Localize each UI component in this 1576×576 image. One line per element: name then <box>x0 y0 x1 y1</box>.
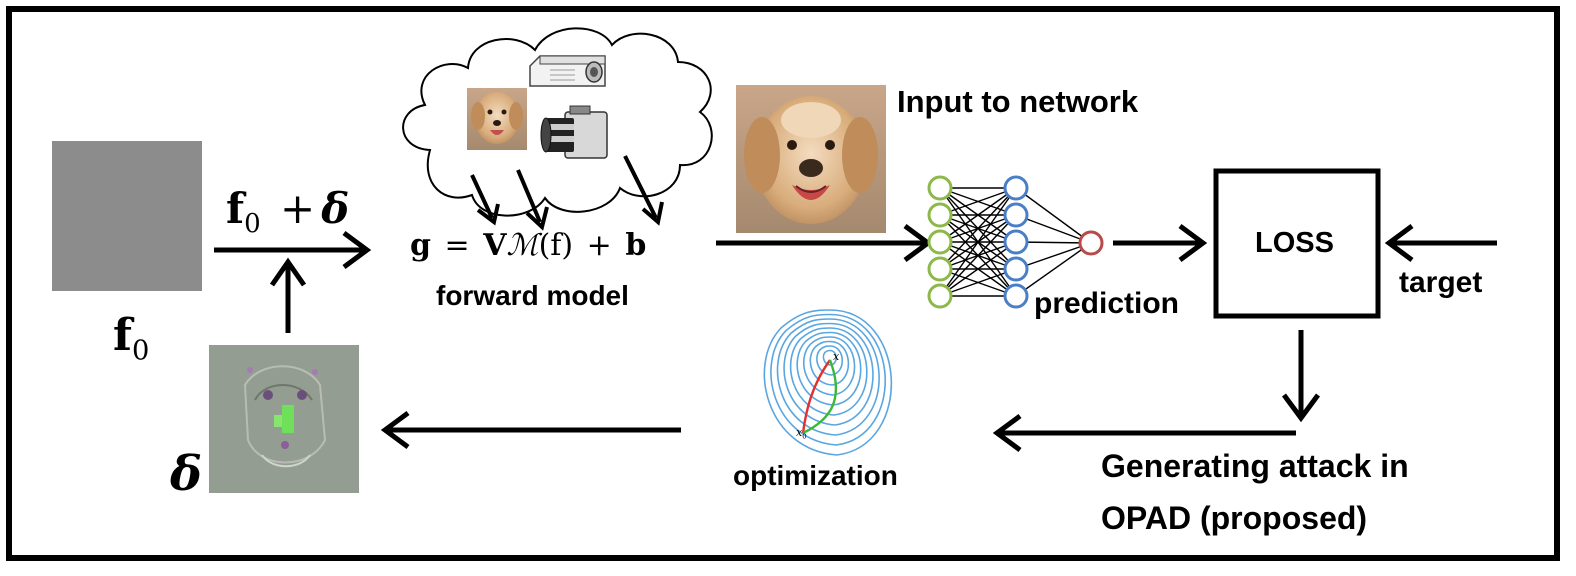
arrow-to-forward-model <box>214 230 372 270</box>
label-input-to-network: Input to network <box>897 84 1139 119</box>
contour-line <box>802 336 856 396</box>
nn-hidden-node <box>1003 202 1029 228</box>
nn-input-node <box>927 229 953 255</box>
optimization-path-red <box>801 359 831 434</box>
cloud-arrows <box>470 155 664 231</box>
contour-line <box>816 345 844 376</box>
nn-input-node <box>927 283 953 309</box>
label-forward-model: forward model <box>436 280 629 311</box>
neural-network-icon <box>927 175 1104 309</box>
nn-hidden-node <box>1003 229 1029 255</box>
label-delta: δ <box>170 446 203 502</box>
label-contour-end: x <box>833 350 840 363</box>
nn-edge <box>939 187 1017 216</box>
nn-edge <box>1015 242 1092 270</box>
label-f0-plus-delta: f0 +δ <box>226 184 350 240</box>
label-target: target <box>1399 266 1483 299</box>
label-optimization: optimization <box>733 460 898 491</box>
nn-output-node <box>1078 230 1104 256</box>
nn-edge <box>939 268 1017 297</box>
label-loss: LOSS <box>1255 227 1334 259</box>
contour-line <box>822 349 837 366</box>
nn-edge <box>1015 242 1092 297</box>
optimization-path-green <box>802 359 838 435</box>
dog-photo <box>736 85 886 233</box>
nn-hidden-node <box>1003 283 1029 309</box>
nn-edge <box>939 187 1017 270</box>
nn-input-node <box>927 256 953 282</box>
label-contour-start: x0 <box>796 426 807 441</box>
arrow-to-optimization <box>992 413 1296 453</box>
nn-input-node <box>927 202 953 228</box>
projector-icon <box>529 55 606 87</box>
arrow-to-perturbation <box>380 410 681 450</box>
nn-hidden-node <box>1003 175 1029 201</box>
contour-line <box>763 309 893 456</box>
contour-line <box>809 340 850 386</box>
arrow-delta-up <box>269 257 307 333</box>
contour-line <box>776 318 880 436</box>
loss-box <box>1213 168 1381 319</box>
nn-edge <box>1015 214 1092 244</box>
camera-icon <box>540 105 608 159</box>
nn-edge <box>939 241 1017 297</box>
forward-model-equation: g = Vℳ(f) + b <box>410 228 647 263</box>
nn-input-node <box>927 175 953 201</box>
nn-edge <box>939 214 1017 297</box>
arrow-target <box>1384 223 1497 263</box>
nn-edge <box>1015 187 1092 244</box>
nn-edge <box>1015 241 1092 244</box>
contour-plot-icon <box>763 309 893 456</box>
nn-edge <box>939 187 1017 297</box>
perturbation-image <box>209 345 359 493</box>
arrow-loss-down <box>1281 330 1321 423</box>
nn-edge <box>939 187 1017 243</box>
label-prediction: prediction <box>1034 287 1180 320</box>
nn-hidden-node <box>1003 256 1029 282</box>
original-image-block <box>52 141 202 291</box>
arrow-to-loss <box>1113 223 1208 263</box>
label-opad-proposed: OPAD (proposed) <box>1101 500 1368 536</box>
dog-photo-small <box>467 88 527 150</box>
contour-line <box>796 331 862 406</box>
label-generating-attack: Generating attack in <box>1101 448 1409 484</box>
contour-line <box>770 313 887 446</box>
label-f0: f0 <box>113 310 150 367</box>
